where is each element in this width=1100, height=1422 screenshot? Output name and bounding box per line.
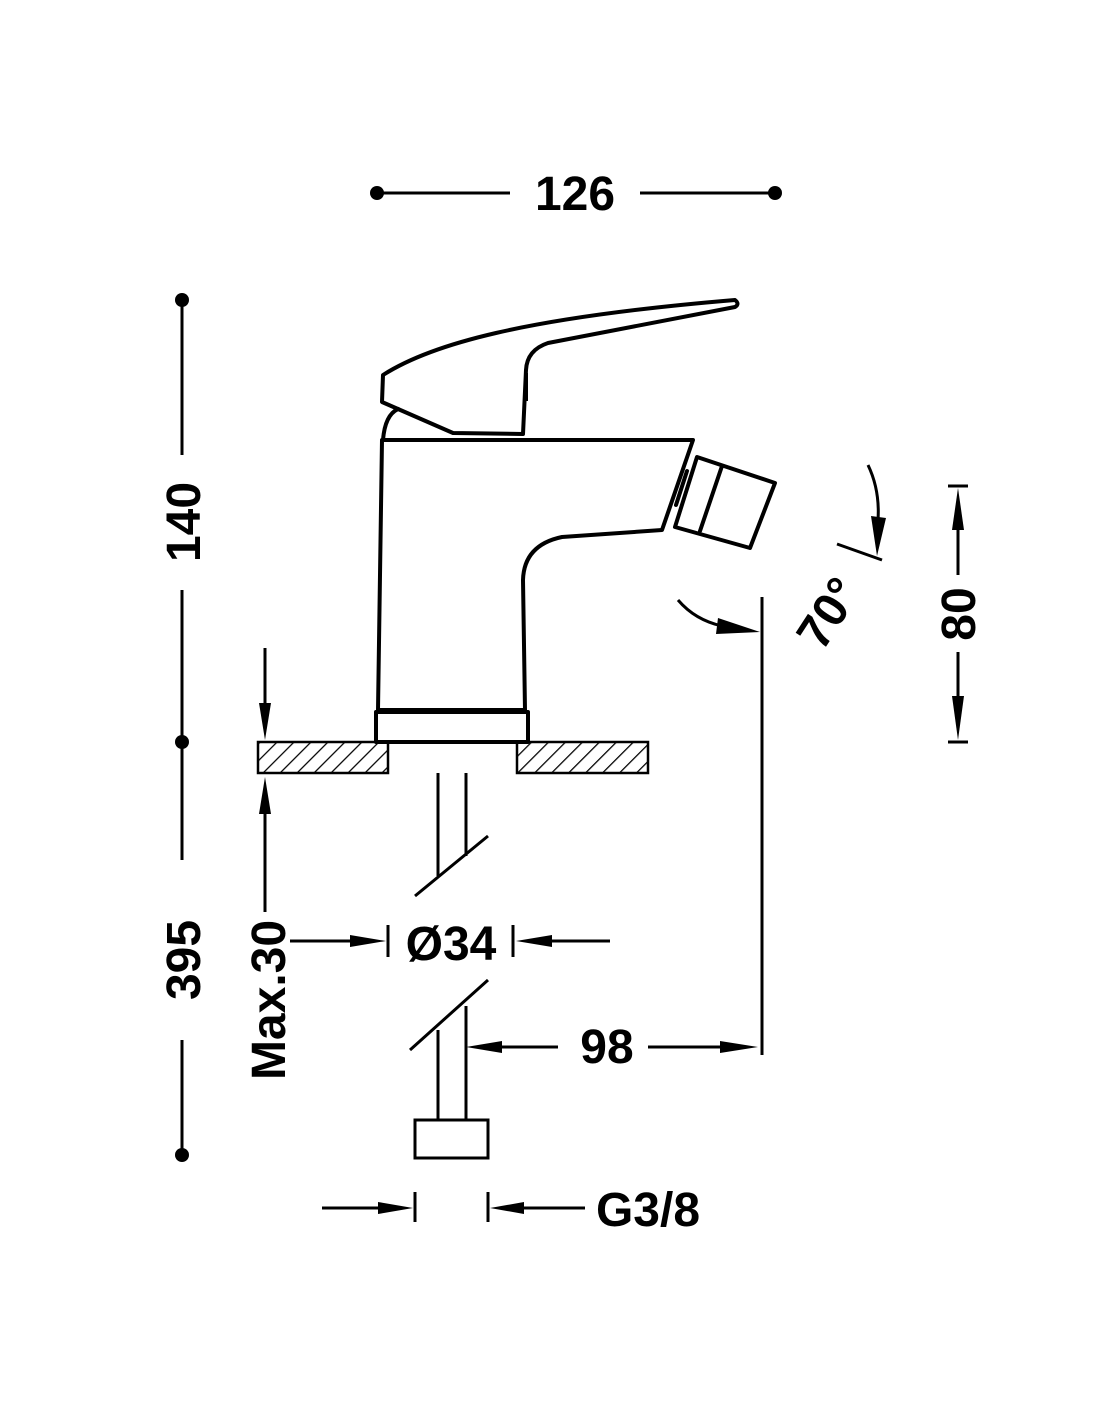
dim-spout-height-label: 80 bbox=[933, 587, 986, 640]
dim-heights: 140 395 bbox=[158, 293, 211, 1162]
countertop bbox=[256, 740, 650, 775]
dim-max-thickness-label: Max.30 bbox=[243, 920, 296, 1080]
dim-hole-diameter-label: Ø34 bbox=[406, 918, 497, 971]
handle-slot bbox=[524, 373, 528, 401]
dim-reach: 98 bbox=[466, 597, 764, 1074]
faucet-outline bbox=[374, 298, 777, 744]
dim-max-thickness: Max.30 bbox=[243, 648, 296, 1080]
faucet-body bbox=[376, 438, 695, 712]
dim-angle-label: 70° bbox=[787, 569, 871, 659]
cartridge-dome bbox=[381, 407, 400, 442]
dim-connection: G3/8 bbox=[322, 1184, 700, 1237]
dim-height-install-label: 395 bbox=[158, 920, 211, 1000]
supply-pipe bbox=[408, 773, 490, 1160]
dim-hole-diameter: Ø34 bbox=[290, 918, 610, 971]
g38-fitting bbox=[413, 1118, 490, 1160]
dim-reach-label: 98 bbox=[580, 1021, 633, 1074]
dim-width-label: 126 bbox=[535, 168, 615, 221]
dim-width: 126 bbox=[370, 168, 782, 221]
dim-height-total-label: 140 bbox=[158, 482, 211, 562]
dim-connection-label: G3/8 bbox=[596, 1184, 700, 1237]
bidet-nozzle bbox=[673, 455, 777, 550]
dim-angle: 70° bbox=[676, 464, 886, 659]
base-ring bbox=[374, 710, 530, 744]
dim-spout-height: 80 bbox=[933, 484, 986, 744]
lever-handle bbox=[380, 298, 740, 436]
